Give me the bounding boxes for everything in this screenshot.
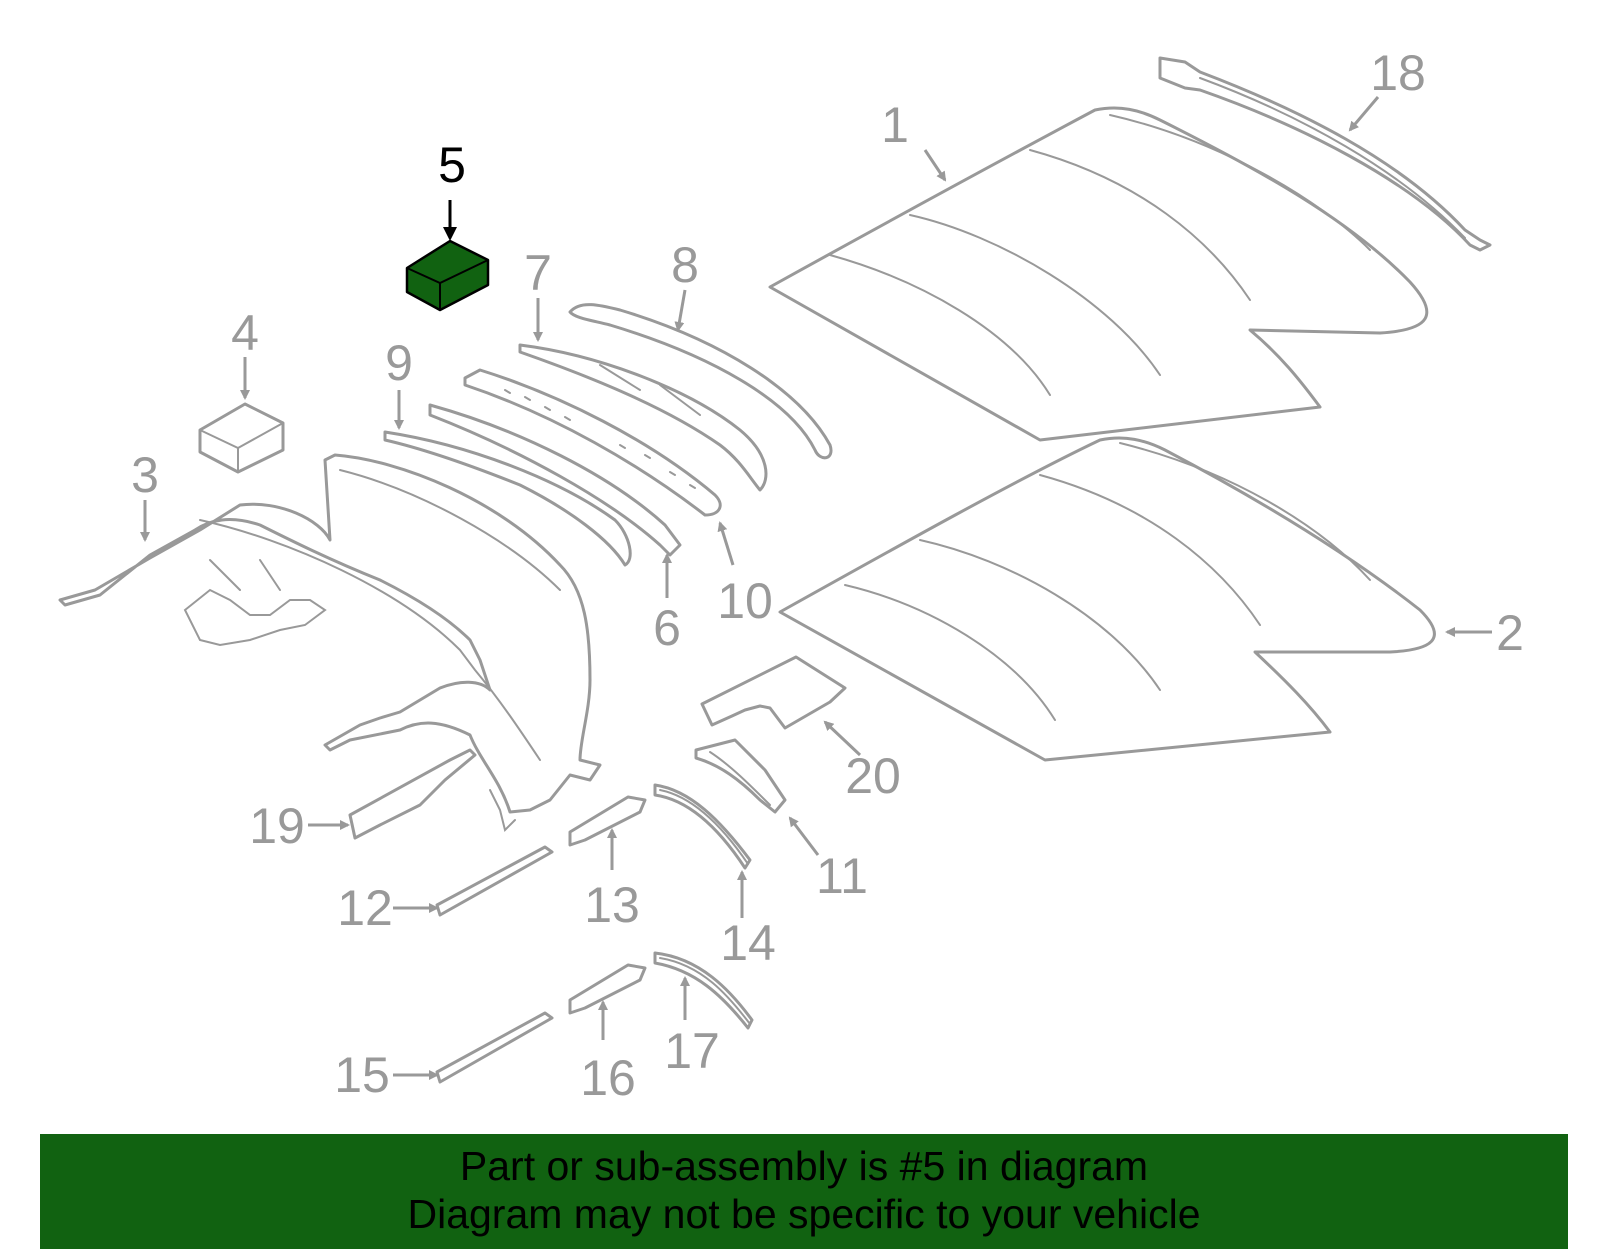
- part-10-perforated-strip: [463, 368, 722, 517]
- info-banner: Part or sub-assembly is #5 in diagram Di…: [40, 1134, 1568, 1249]
- callout-8: 8: [671, 237, 699, 293]
- banner-line-disclaimer: Diagram may not be specific to your vehi…: [407, 1191, 1201, 1237]
- part-19-angled-piece: [348, 748, 477, 840]
- callout-labels: 1 2 3 4 5 6 7 8 9 10 11 12 13 14 15 16 1…: [131, 45, 1524, 1106]
- part-12-thin-strip: [435, 845, 554, 917]
- callout-9: 9: [385, 335, 413, 391]
- part-15-thin-strip: [435, 1011, 554, 1084]
- callout-3: 3: [131, 447, 159, 503]
- part-4-box: [198, 402, 285, 474]
- part-13-short-strip: [568, 795, 647, 847]
- callout-14: 14: [720, 915, 776, 971]
- callout-1: 1: [881, 97, 909, 153]
- part-3-top-frame-assembly: [58, 453, 602, 832]
- callout-4: 4: [231, 305, 259, 361]
- callout-13: 13: [584, 877, 640, 933]
- part-2-roof-panel-lower: [778, 436, 1436, 762]
- callout-7: 7: [524, 245, 552, 301]
- callout-6: 6: [653, 600, 681, 656]
- callout-5[interactable]: 5: [438, 137, 466, 193]
- part-16-short-strip: [568, 963, 647, 1015]
- part-6-strip: [428, 403, 682, 557]
- callout-17: 17: [664, 1023, 720, 1079]
- part-14-curved-strip: [653, 783, 752, 870]
- callout-19: 19: [249, 798, 305, 854]
- part-1-roof-panel-upper: [768, 106, 1429, 442]
- callout-11: 11: [816, 848, 868, 904]
- part-18-rear-rail: [1158, 56, 1492, 252]
- part-7-bracket-strip: [518, 343, 768, 492]
- part-8-trim-strip: [568, 303, 833, 460]
- part-9-long-strip: [383, 430, 632, 567]
- banner-line-part-number: Part or sub-assembly is #5 in diagram: [459, 1143, 1149, 1189]
- callout-12: 12: [337, 880, 393, 936]
- callout-20: 20: [845, 748, 901, 804]
- callout-2: 2: [1496, 605, 1524, 661]
- leader-lines: [140, 96, 1492, 1080]
- part-11-curved-bracket: [694, 738, 787, 814]
- part-20-panel: [700, 655, 847, 730]
- callout-15: 15: [334, 1047, 390, 1103]
- callout-16: 16: [580, 1050, 636, 1106]
- part-5-sub-assembly-highlighted[interactable]: [405, 239, 490, 312]
- callout-10: 10: [717, 573, 773, 629]
- part-17-curved-strip: [653, 951, 754, 1030]
- callout-18: 18: [1370, 45, 1426, 101]
